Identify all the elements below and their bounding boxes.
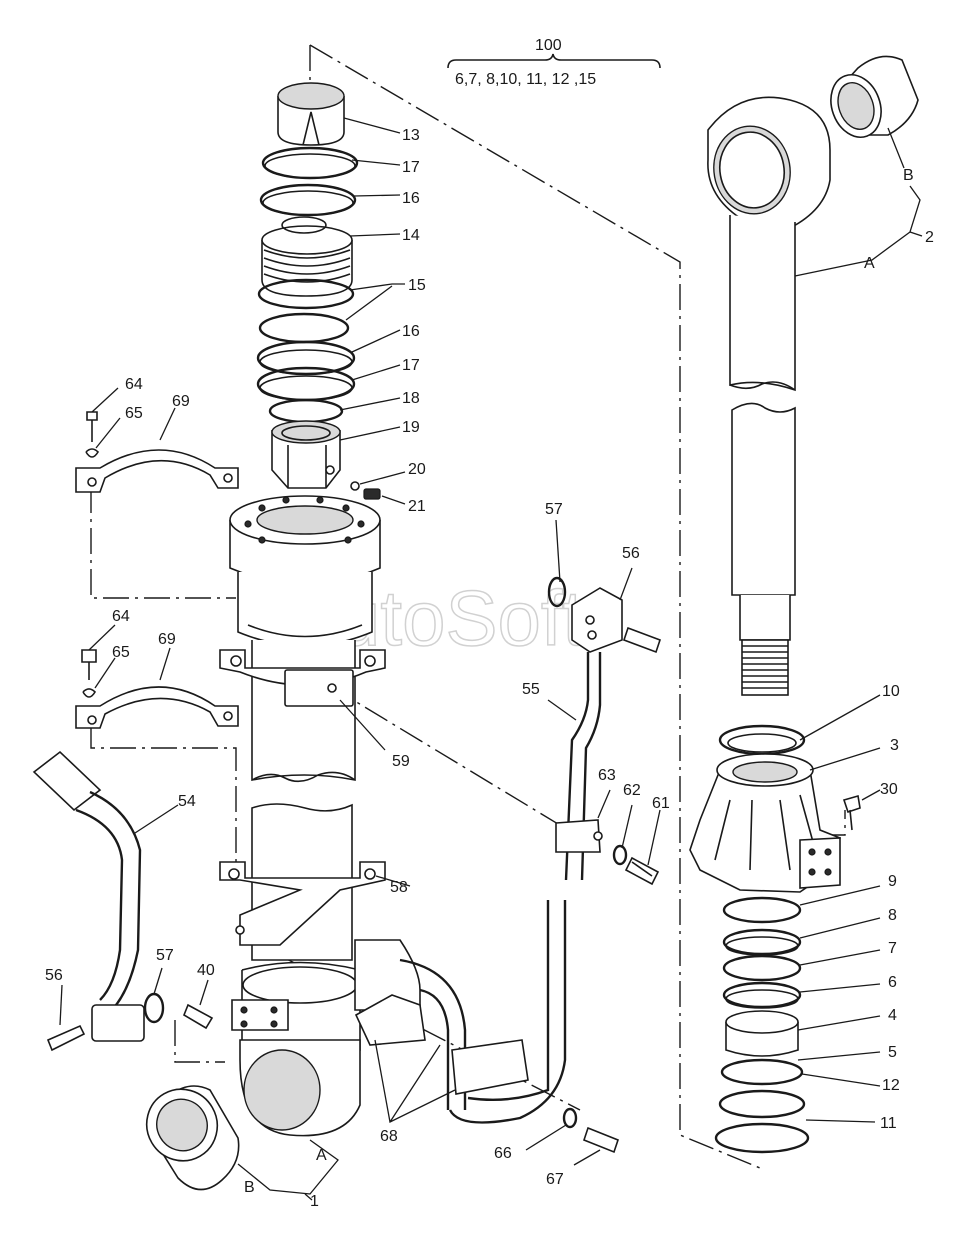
bushing-right [830,55,919,138]
label-7: 7 [888,940,897,957]
label-69b: 69 [158,631,176,648]
label-40: 40 [197,962,215,979]
label-67: 67 [546,1171,564,1188]
label-12: 12 [882,1077,900,1094]
label-11: 11 [880,1115,897,1132]
leader-lines [59,117,881,1166]
label-55: 55 [522,681,540,698]
label-59: 59 [392,753,410,770]
label-16b: 16 [402,323,420,340]
label-b-left: B [244,1179,255,1196]
label-2: 2 [925,229,934,246]
label-6: 6 [888,974,897,991]
label-9: 9 [888,873,897,890]
label-57b: 57 [545,501,563,518]
label-61: 61 [652,795,670,812]
label-56b: 56 [622,545,640,562]
label-a-right: A [864,255,875,272]
hose-54 [32,750,145,1052]
bushing-left [145,1085,240,1191]
label-5: 5 [888,1044,897,1061]
pipe-55 [547,576,662,1154]
label-30: 30 [880,781,898,798]
label-1: 1 [310,1193,319,1210]
cylinder-head [229,495,381,647]
label-64: 64 [125,376,143,393]
lower-tube [219,803,386,961]
label-65: 65 [125,405,143,422]
gland-assembly [689,724,861,1154]
label-66: 66 [494,1145,512,1162]
clamp-69-upper [75,411,239,493]
label-19: 19 [402,419,420,436]
label-65b: 65 [112,644,130,661]
label-64b: 64 [112,608,130,625]
group-number: 100 [535,37,562,54]
label-20: 20 [408,461,426,478]
label-14: 14 [402,227,420,244]
cylinder-base [231,939,421,1137]
clamp-69-lower [75,649,239,729]
label-10: 10 [882,683,900,700]
label-69: 69 [172,393,190,410]
label-a-left: A [316,1147,327,1164]
group-members: 6,7, 8,10, 11, 12 ,15 [455,71,596,88]
label-18: 18 [402,390,420,407]
pipe-68 [354,900,567,1124]
label-17: 17 [402,159,420,176]
label-b-right: B [903,167,914,184]
label-63: 63 [598,767,616,784]
label-3: 3 [890,737,899,754]
upper-tube [219,640,386,783]
label-58: 58 [390,879,408,896]
label-57: 57 [156,947,174,964]
label-17b: 17 [402,357,420,374]
label-8: 8 [888,907,897,924]
piston-assembly [256,82,381,500]
label-16: 16 [402,190,420,207]
label-21: 21 [408,498,426,515]
bracket-1 [237,1139,339,1201]
label-13: 13 [402,127,420,144]
label-54: 54 [178,793,196,810]
label-62: 62 [623,782,641,799]
part-labels: 13 17 16 14 15 16 17 18 19 20 21 64 65 6… [45,127,934,1210]
rod-assembly [707,96,831,696]
label-56: 56 [45,967,63,984]
label-4: 4 [888,1007,897,1024]
bracket-2 [794,127,923,277]
group-header: 100 6,7, 8,10, 11, 12 ,15 [447,37,661,88]
label-68: 68 [380,1128,398,1145]
label-15: 15 [408,277,426,294]
